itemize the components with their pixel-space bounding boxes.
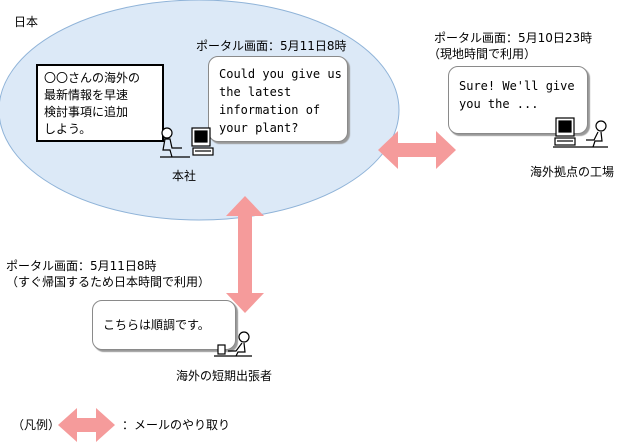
factory-message-text: Sure! We'll give you the ... bbox=[459, 79, 575, 111]
region-label: 日本 bbox=[14, 15, 39, 29]
arrow-hq-factory bbox=[378, 131, 456, 169]
hq-note: 〇〇さんの海外の 最新情報を早速 検討事項に追加 しよう。 bbox=[36, 64, 164, 142]
traveler-label: 海外の短期出張者 bbox=[176, 369, 273, 383]
hq-message-bubble: Could you give us the latest information… bbox=[208, 56, 348, 142]
hq-label: 本社 bbox=[172, 169, 197, 183]
legend-arrow-icon bbox=[58, 408, 115, 442]
legend-prefix: （凡例） bbox=[12, 418, 61, 432]
japan-region bbox=[0, 0, 400, 221]
hq-portal-caption: ポータル画面：5月11日8時 bbox=[196, 39, 347, 53]
factory-portal-subcaption: （現地時間で利用） bbox=[428, 47, 537, 61]
factory-message-bubble: Sure! We'll give you the ... bbox=[448, 66, 588, 134]
traveler-message-bubble: こちらは順調です。 bbox=[92, 300, 236, 350]
hq-message-text: Could you give us the latest information… bbox=[219, 67, 342, 135]
factory-portal-caption: ポータル画面：5月10日23時 bbox=[434, 31, 593, 45]
hq-note-text: 〇〇さんの海外の 最新情報を早速 検討事項に追加 しよう。 bbox=[44, 71, 141, 136]
factory-label: 海外拠点の工場 bbox=[530, 165, 615, 179]
traveler-portal-subcaption: （すぐ帰国するため日本時間で利用） bbox=[6, 275, 211, 289]
arrow-hq-traveler bbox=[226, 196, 264, 313]
traveler-message-text: こちらは順調です。 bbox=[103, 318, 210, 332]
traveler-portal-caption: ポータル画面：5月11日8時 bbox=[6, 259, 157, 273]
legend-description: ：メールのやり取り bbox=[122, 418, 231, 432]
